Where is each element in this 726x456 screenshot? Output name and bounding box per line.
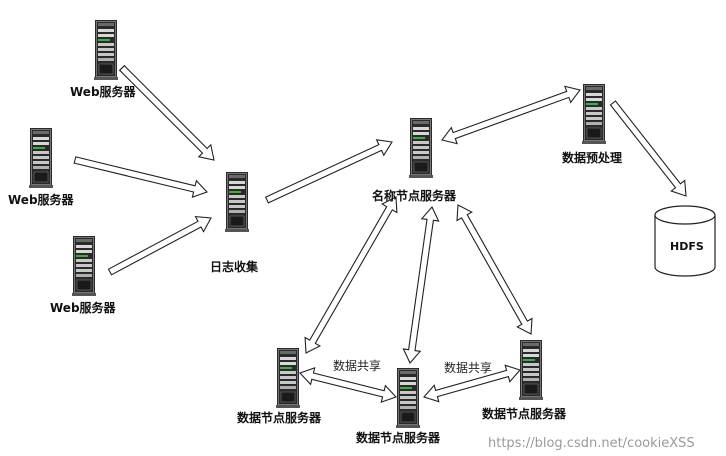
data-node-mid-label: 数据节点服务器: [356, 430, 441, 445]
arrow-web2-to-log-collector: [73, 156, 208, 199]
hdfs-database-cylinder-icon: [654, 205, 716, 277]
data-node-right-server-icon: [518, 339, 544, 401]
watermark: https://blog.csdn.net/cookieXSS: [488, 436, 695, 451]
hdfs-label: HDFS: [670, 240, 704, 253]
name-node-label: 名称节点服务器: [372, 188, 457, 203]
data-share-left-label: 数据共享: [333, 358, 381, 373]
preprocess-server-icon: [581, 83, 607, 145]
arrow-preprocess-to-hdfs: [609, 100, 687, 197]
web-server-1-label: Web服务器: [70, 84, 137, 99]
web-server-1-icon: [93, 19, 119, 81]
data-node-mid-server-icon: [395, 367, 421, 429]
arrow-web1-to-log-collector: [118, 64, 215, 161]
web-server-2-icon: [28, 127, 54, 189]
log-collector-label: 日志收集: [210, 259, 259, 274]
web-server-2-label: Web服务器: [8, 192, 75, 207]
arrow-web3-to-log-collector: [107, 215, 212, 276]
arrow-name-node-data-node-right: [456, 204, 533, 335]
name-node-server-icon: [408, 117, 434, 179]
data-share-right-label: 数据共享: [444, 360, 492, 375]
arrow-name-node-data-node-left: [304, 196, 398, 354]
preprocess-label: 数据预处理: [562, 150, 622, 165]
log-collector-server-icon: [224, 171, 250, 233]
data-node-left-label: 数据节点服务器: [237, 410, 322, 425]
arrow-name-node-data-node-mid: [402, 206, 440, 364]
arrow-data-node-left-mid: [299, 367, 397, 403]
arrow-name-node-preprocess: [441, 85, 581, 145]
arrow-log-collector-to-name-node: [264, 139, 393, 204]
web-server-3-icon: [71, 235, 97, 297]
data-node-right-label: 数据节点服务器: [482, 406, 567, 421]
arrows: [73, 64, 687, 403]
web-server-3-label: Web服务器: [50, 300, 117, 315]
data-node-left-server-icon: [275, 347, 301, 409]
